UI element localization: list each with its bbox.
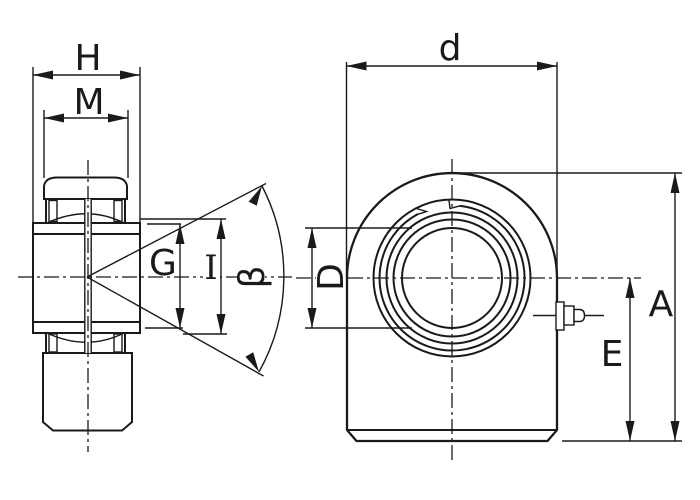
angle-leg-line [86, 182, 267, 278]
staking-notch [448, 199, 460, 210]
label-halo [237, 260, 265, 294]
staking-notch [416, 207, 429, 215]
dim-label-A: A [649, 284, 674, 325]
dim-label-I: I [204, 248, 217, 288]
dimension-E [625, 278, 635, 441]
dim-label-D: D [311, 263, 352, 291]
arrowhead [307, 308, 317, 328]
arrowhead [216, 314, 226, 334]
label-halo [203, 271, 220, 283]
arrowhead [346, 61, 367, 71]
arrowhead [175, 224, 185, 244]
dim-label-d: d [439, 28, 462, 69]
label-halo [316, 260, 344, 294]
fitting-base [555, 301, 565, 331]
dimension-H [32, 67, 141, 234]
front-view: d D E A [296, 28, 682, 460]
seal-pin [113, 333, 123, 353]
dimension-A [448, 172, 682, 442]
fitting-hex [563, 305, 575, 326]
arrowhead [625, 421, 635, 441]
arrowhead [670, 173, 680, 193]
dimension-D [305, 227, 412, 329]
dimension-G [145, 223, 185, 329]
arrowhead [245, 352, 259, 372]
arrowhead [537, 61, 557, 71]
dim-label-M: M [73, 82, 104, 123]
arrowhead [307, 228, 317, 248]
arrowhead [625, 278, 635, 298]
dim-label-E: E [601, 334, 624, 375]
dimension-M [43, 110, 129, 178]
arrowhead [44, 113, 64, 123]
dim-label-G: G [149, 243, 177, 284]
bearing-retainer-circle [378, 204, 526, 352]
grease-fitting [533, 301, 604, 331]
dimension-beta-angle [86, 182, 285, 377]
angle-arc [258, 185, 285, 373]
seal-pin [113, 199, 123, 223]
housing-cap-section [43, 176, 128, 200]
shank-block-section [42, 352, 133, 432]
fitting-cap [573, 308, 586, 323]
arrowhead [33, 70, 53, 80]
arrowhead [216, 219, 226, 239]
arrowhead [175, 308, 185, 328]
seal-pin [48, 199, 58, 223]
arrowhead [248, 186, 262, 206]
dim-label-H: H [74, 38, 101, 79]
angle-leg-line [86, 276, 264, 377]
housing-outline [345, 171, 559, 443]
side-section-view: H M G I β [18, 38, 292, 452]
arrowhead [670, 421, 680, 441]
dimension-d [345, 61, 558, 278]
dim-label-beta: β [232, 266, 273, 289]
arrowhead [120, 70, 140, 80]
arrowhead [108, 113, 128, 123]
dimension-I [140, 218, 227, 335]
seal-pin [48, 333, 58, 353]
